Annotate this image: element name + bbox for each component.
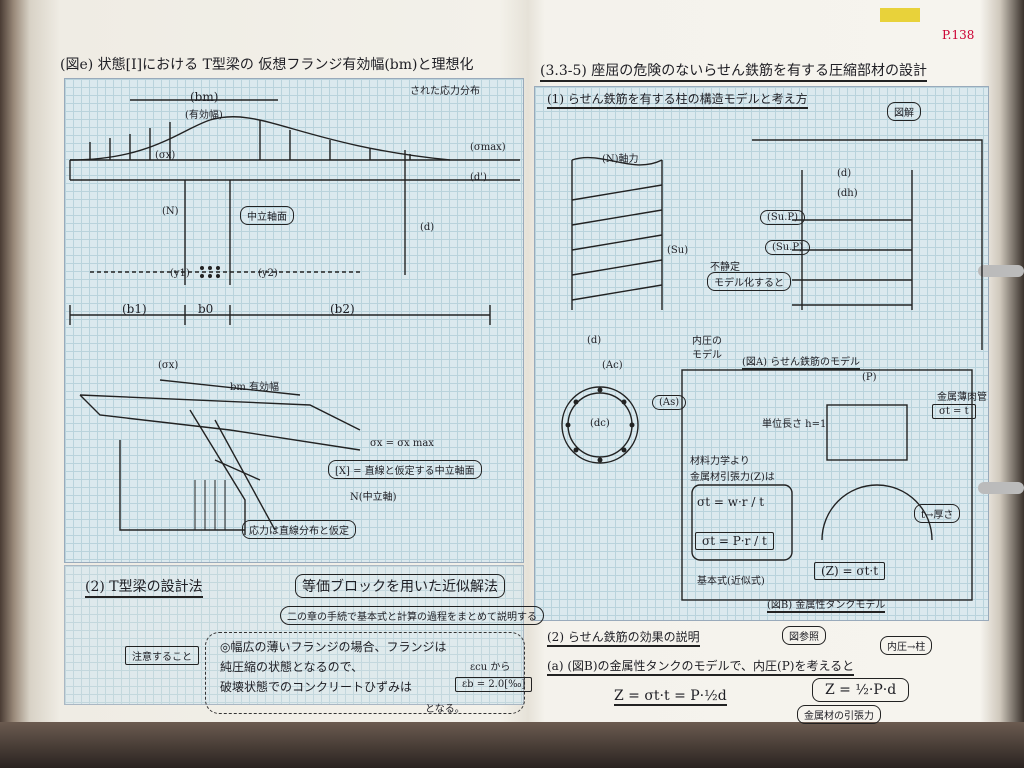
right-grid <box>534 86 989 621</box>
label-sigma-t: σt = t <box>932 404 976 419</box>
label-n: (N) <box>162 206 179 217</box>
t-beam-sketch <box>69 99 520 535</box>
fig-a-caption: (図A) らせん鉄筋のモデル <box>742 353 861 370</box>
label-bm-2: bm 有効幅 <box>230 382 280 393</box>
label-unit: 単位長さ h=1 <box>762 419 827 430</box>
label-neutral: 中立軸面 <box>240 206 294 225</box>
label-d-right: (d) <box>837 168 852 179</box>
right-heading: (3.3-5) 座屈の危険のないらせん鉄筋を有する圧縮部材の設計 <box>540 60 927 82</box>
label-bm-sub: (有効幅) <box>185 110 223 121</box>
binder-ring-2 <box>978 482 1024 494</box>
left-page: (図e) 状態[I]における T型梁の 仮想フランジ有効幅(bm)と理想化 され… <box>30 10 544 722</box>
sub2-title: (2) らせん鉄筋の効果の説明 <box>547 628 700 647</box>
note-line-3: 破壊状態でのコンクリートひずみは <box>220 680 413 694</box>
label-inner: 内圧の <box>692 336 722 347</box>
section2-title: (2) T型梁の設計法 <box>85 576 203 598</box>
fig-b-caption: (図B) 金属性タンクモデル <box>767 596 886 613</box>
label-dh: (dh) <box>837 188 858 199</box>
label-inner2: モデル <box>692 350 722 361</box>
binder-ring-1 <box>978 265 1024 277</box>
label-thin: 金属薄肉管 <box>937 392 987 403</box>
right-page: P.138 (3.3-5) 座屈の危険のないらせん鉄筋を有する圧縮部材の設計 (… <box>532 10 1002 724</box>
label-sigma-2: (σx) <box>158 360 179 371</box>
page-number: P.138 <box>942 28 975 42</box>
ref-box: 図参照 <box>782 626 826 645</box>
label-z: (Z) = σt·t <box>814 562 886 580</box>
label-dprime: (d') <box>470 172 487 183</box>
label-ac: (Ac) <box>602 360 623 371</box>
sticky-tab <box>880 8 920 22</box>
label-d-col: (d) <box>587 335 602 346</box>
label-sigma: (σx) <box>155 150 176 161</box>
sub1-title: (1) らせん鉄筋を有する柱の構造モデルと考え方 <box>547 90 808 109</box>
label-material: 材料力学より <box>690 456 750 467</box>
sub2-line: (a) (図B)の金属性タンクのモデルで、内圧(P)を考えると <box>547 657 855 676</box>
note-box <box>205 632 525 714</box>
label-as: (As) <box>652 395 687 410</box>
label-t: t→厚さ <box>914 504 961 523</box>
formula-2: σt = P·r / t <box>695 532 774 550</box>
label-x: [X] = 直線と仮定する中立軸面 <box>328 460 482 479</box>
inner-pressure-note: 内圧→柱 <box>880 636 933 655</box>
label-bm: (bm) <box>190 90 219 104</box>
label-model: モデル化すると <box>707 272 791 291</box>
zukai-box: 図解 <box>887 102 921 121</box>
label-b2: (b2) <box>330 302 355 316</box>
note-end: となる。 <box>425 704 465 715</box>
label-basic: 基本式(近似式) <box>697 576 765 587</box>
left-heading: (図e) 状態[I]における T型梁の 仮想フランジ有効幅(bm)と理想化 <box>60 57 474 73</box>
method-box: 等価ブロックを用いた近似解法 <box>295 574 505 598</box>
note-line-1: ◎幅広の薄いフランジの場合、フランジは <box>220 640 447 654</box>
tension-note: 金属材の引張力 <box>797 705 881 724</box>
label-sigma-max: (σmax) <box>470 142 506 153</box>
label-p: (P) <box>862 372 877 383</box>
note-line-2: 純圧縮の状態となるので、 <box>220 660 364 674</box>
procedure-box: 二の章の手続で基本式と計算の過程をまとめて説明する <box>280 606 544 625</box>
label-b1: (b1) <box>122 302 147 316</box>
ecu-label: εcu から <box>470 662 511 673</box>
figure-grid-bottom <box>64 565 524 705</box>
label-n-axis: N(中立軸) <box>350 492 397 503</box>
desk-surface <box>0 722 1024 768</box>
label-sigma-eq: σx = σx max <box>370 438 434 449</box>
label-dc: (dc) <box>590 418 610 429</box>
caution-box: 注意すること <box>125 646 199 665</box>
label-su-p-1: (Su.P) <box>760 210 806 225</box>
equation-1: Z = σt·t = P·½d <box>614 688 727 706</box>
label-su: (Su) <box>667 245 689 256</box>
label-y1: (y1) <box>170 268 190 279</box>
eb-box: εb = 2.0[‰] <box>455 677 533 692</box>
left-heading-cont: された応力分布 <box>410 86 480 97</box>
formula-1: σt = w·r / t <box>697 495 765 509</box>
label-b0: b0 <box>198 302 214 316</box>
label-tension: 金属材引張力(Z)は <box>690 472 775 483</box>
label-stress-note: 応力は直線分布と仮定 <box>242 520 356 539</box>
label-static: 不静定 <box>710 262 740 273</box>
label-su-p-2: (Su.P) <box>765 240 811 255</box>
label-axial: (N)軸力 <box>602 154 639 165</box>
label-y2: (y2) <box>258 268 278 279</box>
label-d: (d) <box>420 222 435 233</box>
equation-2: Z = ½·P·d <box>812 678 910 702</box>
